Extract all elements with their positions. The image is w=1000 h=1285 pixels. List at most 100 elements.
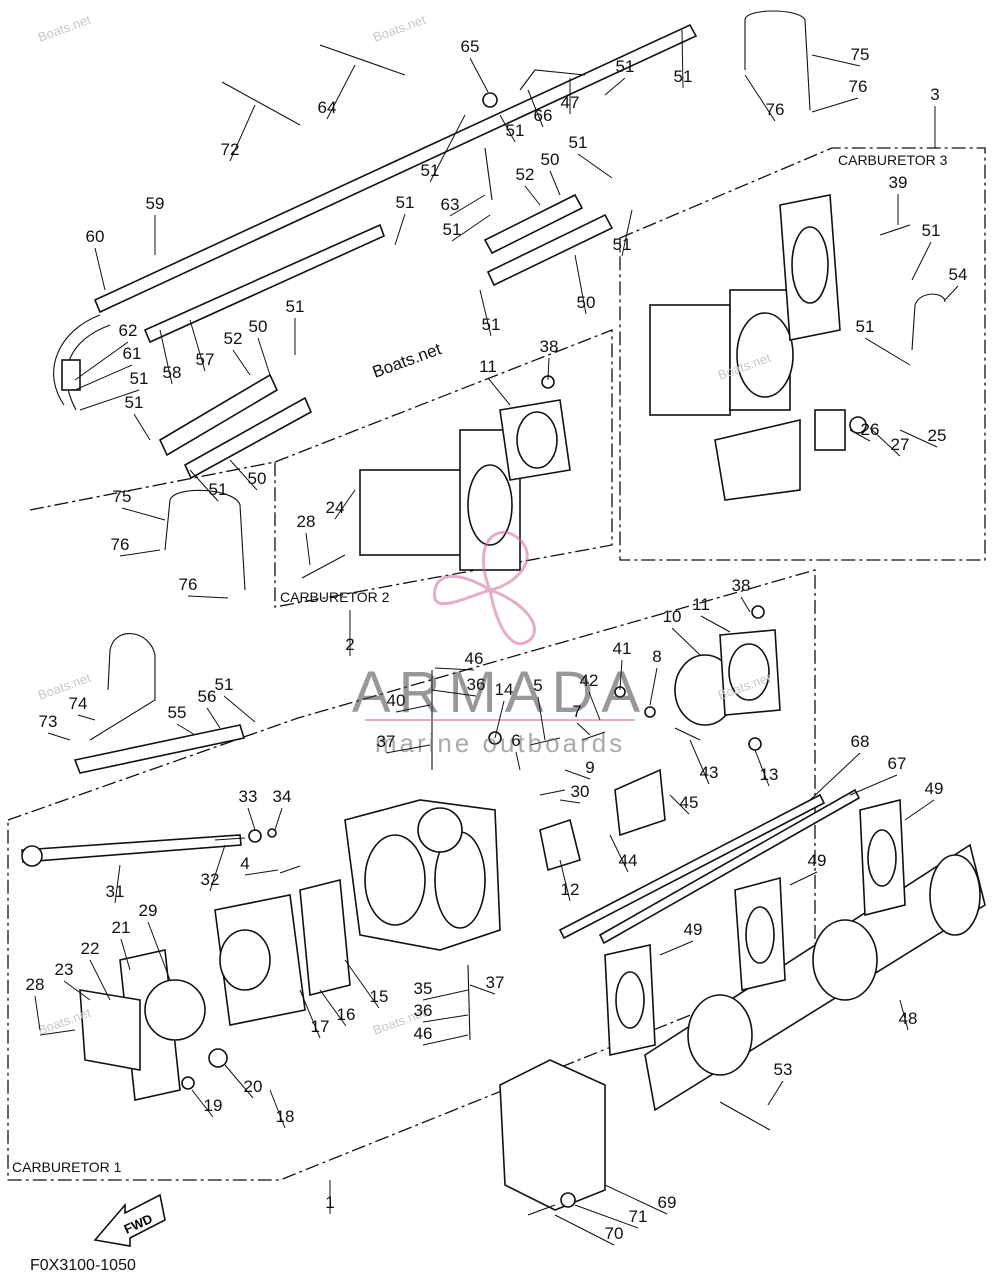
callout-number-42: 42 [580, 671, 599, 690]
callout-34: 34 [273, 787, 292, 831]
callout-67: 67 [849, 754, 907, 796]
pump-parts [488, 605, 781, 872]
callout-leader-10 [671, 627, 701, 656]
callout-number-58: 58 [163, 363, 182, 382]
callout-23: 23 [55, 960, 91, 1001]
callout-number-61: 61 [123, 344, 142, 363]
callout-number-51: 51 [482, 315, 501, 334]
callout-number-37: 37 [486, 973, 505, 992]
callout-leader-51 [621, 209, 633, 257]
callout-layer: 6551757676514766516472351635051525159605… [26, 29, 967, 1246]
carb-3-flange-bore [791, 226, 829, 304]
callout-46: 46 [414, 1024, 469, 1046]
callout-leader-19 [191, 1089, 214, 1118]
callout-76: 76 [179, 575, 229, 599]
callout-leader-51 [189, 469, 219, 502]
watermark-propeller-icon [433, 530, 536, 645]
callout-72: 72 [221, 104, 256, 162]
callout-number-51: 51 [396, 193, 415, 212]
washer-33 [248, 829, 262, 843]
callout-leader-48 [899, 999, 909, 1031]
callout-5: 5 [533, 676, 546, 741]
callout-leader-76 [811, 97, 859, 113]
callout-28: 28 [26, 975, 44, 1031]
callout-leader-15 [344, 959, 380, 1009]
hose-end-61 [61, 359, 81, 391]
callout-6: 6 [511, 731, 521, 771]
callout-leader-36 [422, 1014, 469, 1023]
callout-leader-30 [559, 799, 581, 804]
callout-number-50: 50 [248, 469, 267, 488]
callout-number-55: 55 [168, 703, 187, 722]
fwd-arrow-shape [93, 1193, 166, 1247]
carb-3-float-bowl [649, 304, 731, 416]
carb-1-bore [364, 834, 426, 926]
callout-leader-45 [669, 794, 690, 815]
callout-number-51: 51 [616, 57, 635, 76]
rod-67 [598, 788, 861, 945]
callout-number-51: 51 [215, 675, 234, 694]
callout-leader-51 [681, 29, 684, 89]
callout-49: 49 [789, 851, 826, 886]
callout-number-44: 44 [619, 851, 638, 870]
callout-leader-70 [554, 1214, 615, 1246]
callout-leader-43 [689, 739, 710, 785]
callout-51: 51 [443, 214, 491, 242]
callout-leader-50 [257, 337, 271, 376]
loop-hose-73-74 [89, 633, 156, 741]
callout-leader-68 [809, 752, 861, 801]
callout-leader-76 [744, 74, 776, 122]
callout-leader-51 [604, 77, 626, 96]
callout-leader-25 [899, 429, 938, 448]
callout-51: 51 [911, 221, 940, 281]
callout-55: 55 [168, 703, 196, 736]
callout-12: 12 [559, 859, 579, 902]
callout-number-36: 36 [467, 675, 486, 694]
washer-71 [560, 1192, 576, 1208]
jet-5 [529, 737, 561, 746]
cover-23 [79, 989, 141, 1071]
callout-leader-51 [451, 214, 491, 242]
callout-number-29: 29 [139, 901, 158, 920]
callout-51: 51 [421, 114, 466, 183]
linkage-and-manifold [499, 788, 986, 1216]
callout-number-34: 34 [273, 787, 292, 806]
site-watermark-1: Boats.net [36, 12, 93, 45]
callout-18: 18 [269, 1089, 294, 1129]
callout-number-76: 76 [766, 100, 785, 119]
callout-leader-4 [244, 869, 279, 876]
callout-51: 51 [856, 317, 911, 366]
callout-leader-51 [79, 389, 140, 411]
callout-leader-76 [119, 549, 161, 557]
callout-8: 8 [649, 647, 662, 706]
hose-59 [93, 23, 698, 314]
callout-number-20: 20 [244, 1077, 263, 1096]
callout-51: 51 [125, 393, 151, 441]
callout-60: 60 [86, 227, 106, 291]
callout-leader-71 [574, 1204, 639, 1229]
bowl-17-recess [219, 929, 271, 991]
gasket-11-lower-hole [728, 643, 770, 701]
callout-51: 51 [479, 289, 501, 337]
callout-51: 51 [79, 369, 148, 411]
callout-69: 69 [604, 1184, 676, 1215]
callout-leader-51 [911, 241, 932, 281]
carburetor-2-body [301, 375, 571, 579]
callout-45: 45 [669, 793, 698, 815]
callout-leader-34 [274, 807, 283, 831]
callout-number-56: 56 [198, 687, 217, 706]
callout-leader-24 [334, 489, 356, 520]
diaphragm-26 [814, 409, 846, 451]
callout-leader-35 [422, 989, 469, 1001]
callout-number-8: 8 [652, 647, 661, 666]
callout-number-67: 67 [888, 754, 907, 773]
callout-26: 26 [849, 420, 879, 442]
callout-number-32: 32 [201, 870, 220, 889]
callout-65: 65 [461, 37, 489, 93]
callout-leader-8 [649, 667, 658, 706]
loop-hose-75-lower [164, 489, 246, 591]
callout-number-49: 49 [925, 779, 944, 798]
gasket-12 [539, 818, 581, 872]
callout-number-38: 38 [732, 576, 751, 595]
